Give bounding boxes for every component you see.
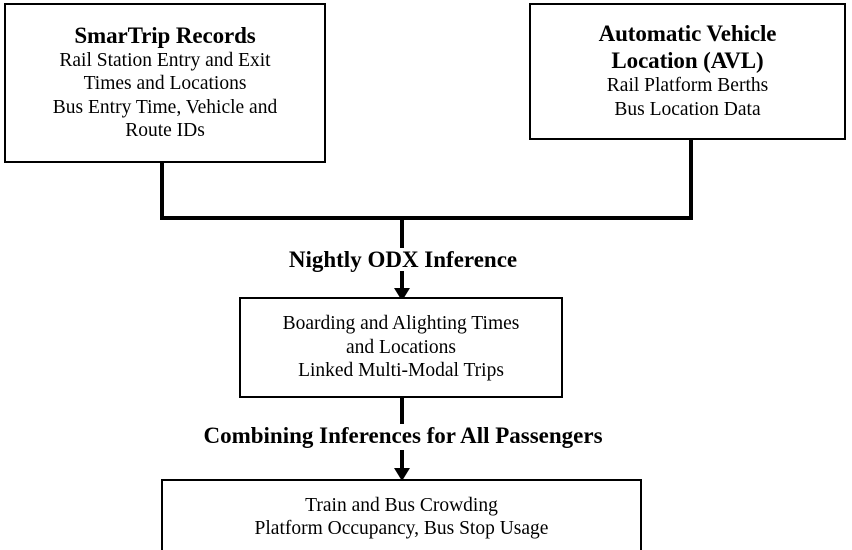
node-smartrip-records: SmarTrip Records Rail Station Entry and …: [4, 3, 326, 163]
connector-merge-to-odx: [400, 216, 404, 250]
node-smartrip-title: SmarTrip Records: [74, 22, 256, 48]
stage-label-nightly-odx-text: Nightly ODX Inference: [287, 247, 519, 272]
connector-odx-arrow-shaft: [400, 271, 404, 293]
connector-smartrip-down: [160, 161, 164, 220]
stage-label-combining-text: Combining Inferences for All Passengers: [202, 423, 604, 448]
node-smartrip-line-3: Bus Entry Time, Vehicle and: [52, 96, 278, 118]
node-automatic-vehicle-location: Automatic Vehicle Location (AVL) Rail Pl…: [529, 3, 846, 140]
node-crowding-line-1: Train and Bus Crowding: [305, 494, 498, 516]
node-avl-title-line-1: Automatic Vehicle: [598, 20, 777, 46]
node-smartrip-line-2: Times and Locations: [83, 73, 247, 95]
connector-combining-arrow-shaft: [400, 450, 404, 472]
node-odx-output: Boarding and Alighting Times and Locatio…: [239, 297, 563, 398]
connector-combining-arrowhead: [394, 468, 410, 481]
node-crowding-outputs: Train and Bus Crowding Platform Occupanc…: [161, 479, 642, 550]
node-smartrip-line-1: Rail Station Entry and Exit: [59, 49, 271, 71]
node-avl-line-1: Rail Platform Berths: [606, 75, 769, 97]
node-odx-output-line-2: and Locations: [346, 336, 456, 358]
node-avl-line-2: Bus Location Data: [614, 98, 761, 120]
connector-merge-bar: [160, 216, 693, 220]
node-avl-title-line-2: Location (AVL): [611, 48, 764, 74]
node-crowding-line-2: Platform Occupancy, Bus Stop Usage: [254, 518, 549, 539]
connector-output-to-combining: [400, 397, 404, 427]
stage-label-nightly-odx: Nightly ODX Inference: [0, 248, 806, 271]
node-odx-output-line-3: Linked Multi-Modal Trips: [298, 360, 504, 382]
node-smartrip-line-4: Route IDs: [125, 119, 205, 141]
node-odx-output-line-1: Boarding and Alighting Times: [282, 313, 520, 335]
connector-avl-down: [689, 138, 693, 220]
stage-label-combining: Combining Inferences for All Passengers: [0, 424, 806, 447]
